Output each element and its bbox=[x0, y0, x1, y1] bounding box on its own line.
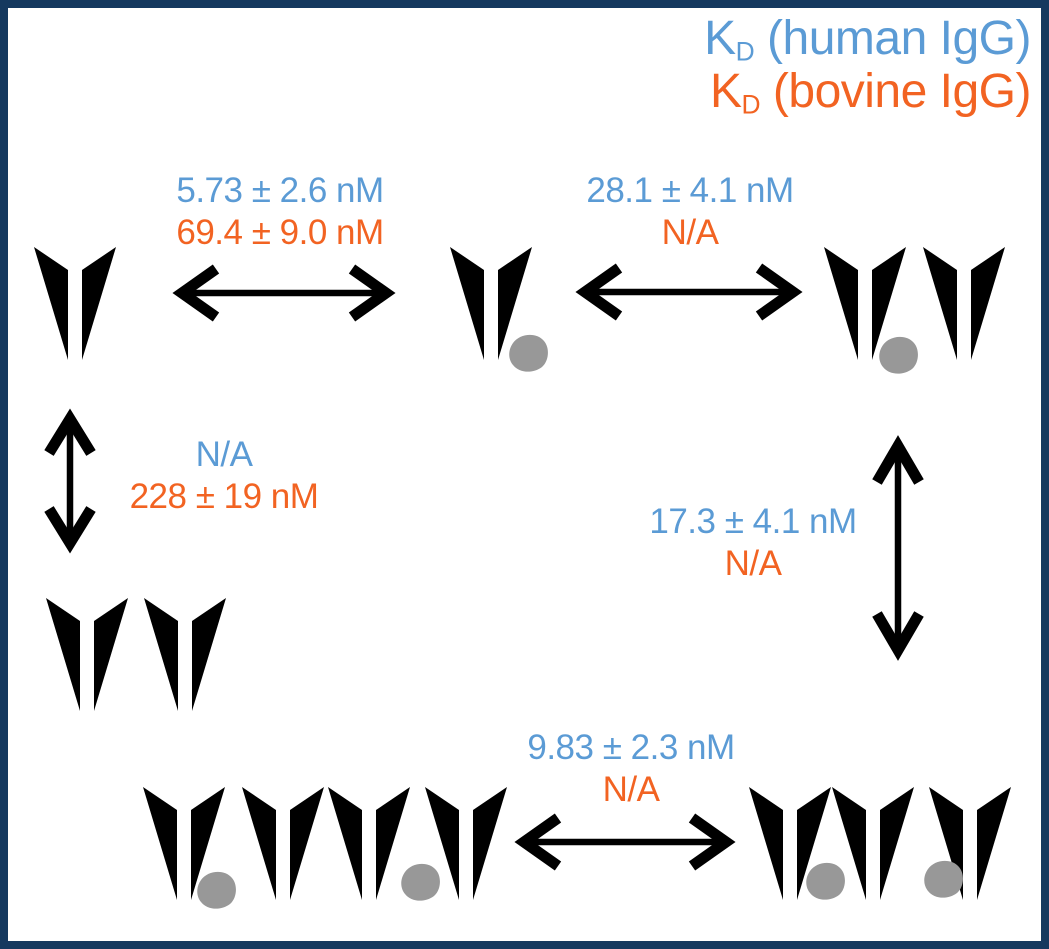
antigen-icon bbox=[401, 863, 440, 901]
antibody-dimer-icon bbox=[35, 598, 237, 711]
kd-bovine-value: N/A bbox=[661, 213, 719, 252]
antigen-icon bbox=[879, 336, 918, 374]
kd-label-bivalent-vs-chain: 17.3 ± 4.1 nM N/A bbox=[649, 501, 857, 585]
antigen-icon bbox=[509, 334, 548, 372]
kd-human-value: 5.73 ± 2.6 nM bbox=[176, 171, 384, 210]
kd-human-value: 17.3 ± 4.1 nM bbox=[649, 502, 857, 541]
kd-bovine-value: 69.4 ± 9.0 nM bbox=[176, 213, 384, 252]
three-antibody-two-antigen-chain-icon bbox=[738, 787, 1022, 900]
kd-bovine-value: N/A bbox=[724, 544, 782, 583]
free-antibody-icon bbox=[23, 247, 127, 360]
equilibrium-arrow-top-left bbox=[172, 264, 396, 322]
antigen-icon bbox=[924, 860, 963, 898]
kd-human-value: N/A bbox=[195, 435, 253, 474]
kd-bovine-value: 228 ± 19 nM bbox=[129, 477, 319, 516]
kd-label-free-vs-monovalent: 5.73 ± 2.6 nM 69.4 ± 9.0 nM bbox=[176, 170, 384, 254]
kd-human-value: 9.83 ± 2.3 nM bbox=[527, 728, 735, 767]
kd-label-free-vs-dimer: N/A 228 ± 19 nM bbox=[130, 434, 319, 518]
four-antibody-two-antigen-chain-icon bbox=[132, 787, 518, 909]
legend-kd-human: KD (human IgG) bbox=[704, 12, 1031, 67]
antigen-icon bbox=[806, 862, 845, 900]
equilibrium-arrow-left-vertical bbox=[44, 408, 96, 554]
antigen-icon bbox=[197, 871, 236, 909]
kd-human-value: 28.1 ± 4.1 nM bbox=[586, 171, 794, 210]
two-antibody-one-antigen-complex-icon bbox=[813, 247, 1016, 374]
antibody-antigen-complex-icon bbox=[439, 247, 548, 372]
kd-label-chain-vs-chain: 9.83 ± 2.3 nM N/A bbox=[527, 727, 735, 811]
legend: KD (human IgG) KD (bovine IgG) bbox=[704, 12, 1031, 118]
kd-label-monovalent-vs-bivalent: 28.1 ± 4.1 nM N/A bbox=[586, 170, 794, 254]
kd-bovine-value: N/A bbox=[602, 770, 660, 809]
equilibrium-arrow-top-right bbox=[575, 263, 803, 321]
legend-kd-bovine: KD (bovine IgG) bbox=[709, 65, 1032, 120]
equilibrium-arrow-right-vertical bbox=[872, 435, 924, 661]
equilibrium-arrow-bottom bbox=[514, 813, 736, 871]
